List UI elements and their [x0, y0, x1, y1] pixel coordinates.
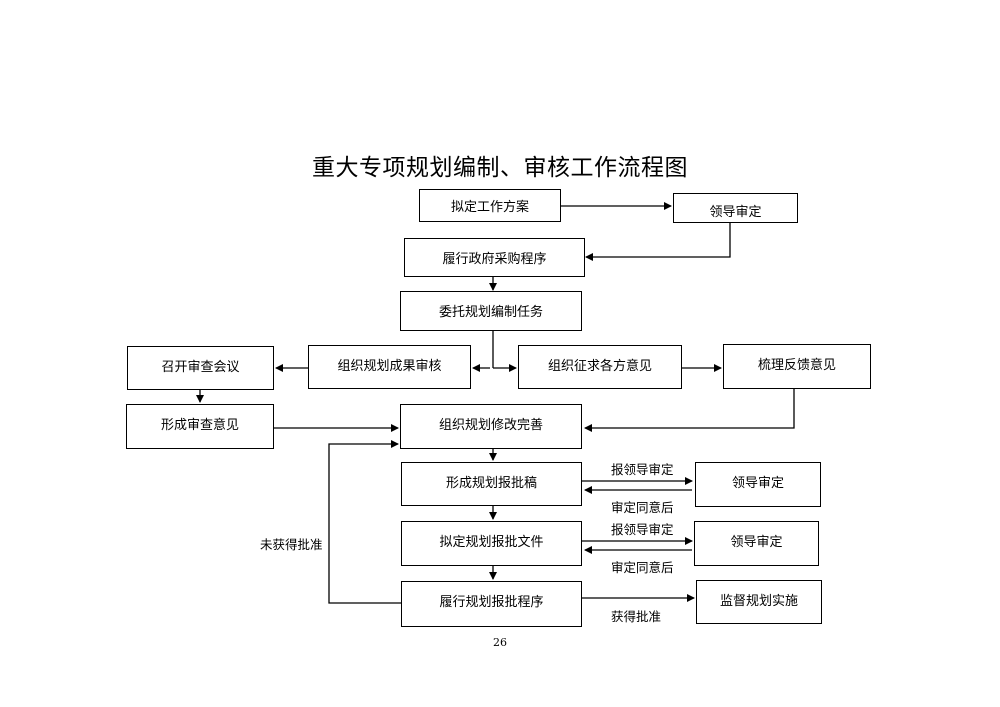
node-approval-procedure: 履行规划报批程序: [401, 581, 582, 627]
label-report-2: 报领导审定: [611, 522, 674, 537]
node-org-review: 组织规划成果审核: [308, 345, 471, 389]
node-review-meeting: 召开审查会议: [127, 346, 274, 390]
node-leader-review-3: 领导审定: [694, 521, 819, 566]
node-review-opinion: 形成审查意见: [126, 404, 274, 449]
label-report-1: 报领导审定: [611, 462, 674, 477]
label-approved-final: 获得批准: [611, 609, 662, 624]
edge-leader-to-procurement: [585, 222, 731, 261]
node-leader-review-1: 领导审定: [673, 193, 798, 223]
node-entrust: 委托规划编制任务: [400, 291, 582, 331]
edge-feedback-to-revise: [584, 389, 795, 432]
node-procurement: 履行政府采购程序: [404, 238, 585, 277]
label-not-approved: 未获得批准: [260, 537, 323, 552]
label-approved-2: 审定同意后: [611, 560, 674, 575]
page-title: 重大专项规划编制、审核工作流程图: [312, 155, 688, 181]
edge-not-approved-loop: [328, 440, 401, 604]
node-submission-docs: 拟定规划报批文件: [401, 521, 582, 566]
node-draft-plan: 拟定工作方案: [419, 189, 561, 222]
label-approved-1: 审定同意后: [611, 500, 674, 515]
node-feedback: 梳理反馈意见: [723, 344, 871, 389]
node-draft-submission: 形成规划报批稿: [401, 462, 582, 506]
node-leader-review-2: 领导审定: [695, 462, 821, 507]
node-collect-opinions: 组织征求各方意见: [518, 345, 682, 389]
node-revise: 组织规划修改完善: [400, 404, 582, 449]
page-number: 26: [493, 636, 507, 649]
node-supervise: 监督规划实施: [696, 580, 822, 624]
